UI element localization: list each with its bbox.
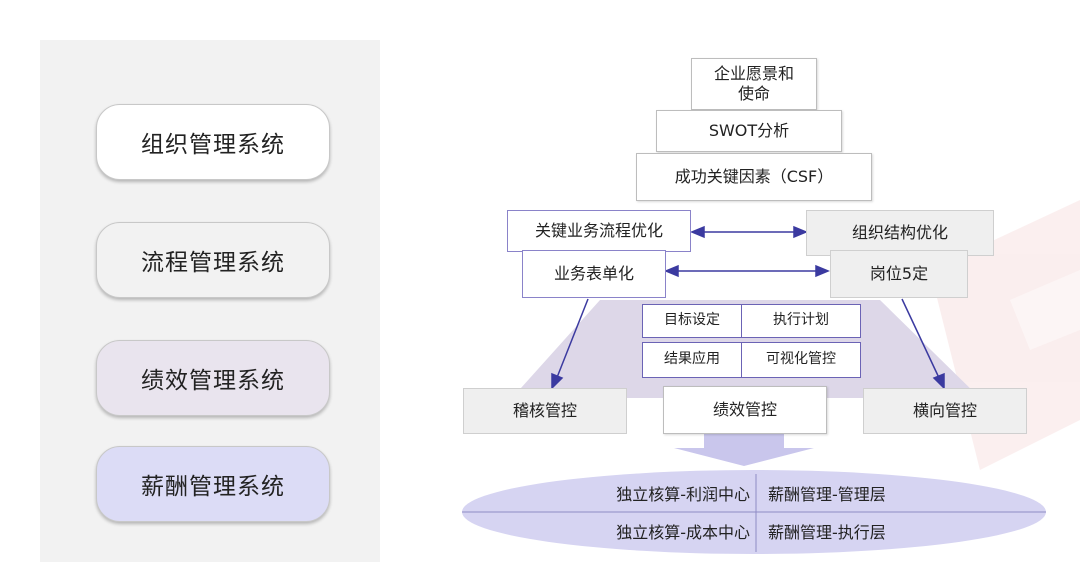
arrow-head-left-icon <box>690 225 705 239</box>
arrow-head-right-icon <box>793 225 808 239</box>
arrow-head-down-icon <box>932 372 945 390</box>
key-process-optimization-box: 关键业务流程优化 <box>507 210 691 252</box>
arrow-to-audit <box>555 298 589 381</box>
result-application-cell: 结果应用 <box>642 342 742 378</box>
arrow-head-down-icon <box>551 372 564 390</box>
down-arrow-icon <box>674 434 814 466</box>
org-structure-optimization-box: 组织结构优化 <box>806 210 994 256</box>
performance-control-box: 绩效管控 <box>663 386 827 434</box>
performance-management-system-button[interactable]: 绩效管理系统 <box>96 340 330 416</box>
business-form-box: 业务表单化 <box>522 250 666 298</box>
compensation-management-system-button[interactable]: 薪酬管理系统 <box>96 446 330 522</box>
swot-analysis-box: SWOT分析 <box>656 110 842 152</box>
arrow-head-right-icon <box>815 264 830 278</box>
arrow-to-horizontal <box>901 298 941 381</box>
vision-mission-box: 企业愿景和 使命 <box>691 58 817 110</box>
compensation-execution-level-label: 薪酬管理-执行层 <box>768 523 886 542</box>
horizontal-control-box: 横向管控 <box>863 388 1027 434</box>
compensation-management-level-label: 薪酬管理-管理层 <box>768 485 886 504</box>
process-management-system-button[interactable]: 流程管理系统 <box>96 222 330 298</box>
arrow-head-left-icon <box>664 264 679 278</box>
cost-center-label: 独立核算-成本中心 <box>616 523 750 542</box>
audit-control-box: 稽核管控 <box>463 388 627 434</box>
org-management-system-button[interactable]: 组织管理系统 <box>96 104 330 180</box>
profit-center-label: 独立核算-利润中心 <box>616 485 750 504</box>
csf-box: 成功关键因素（CSF） <box>636 153 872 201</box>
post-five-define-box: 岗位5定 <box>830 250 968 298</box>
visual-control-cell: 可视化管控 <box>741 342 861 378</box>
goal-setting-cell: 目标设定 <box>642 304 742 338</box>
execution-plan-cell: 执行计划 <box>741 304 861 338</box>
